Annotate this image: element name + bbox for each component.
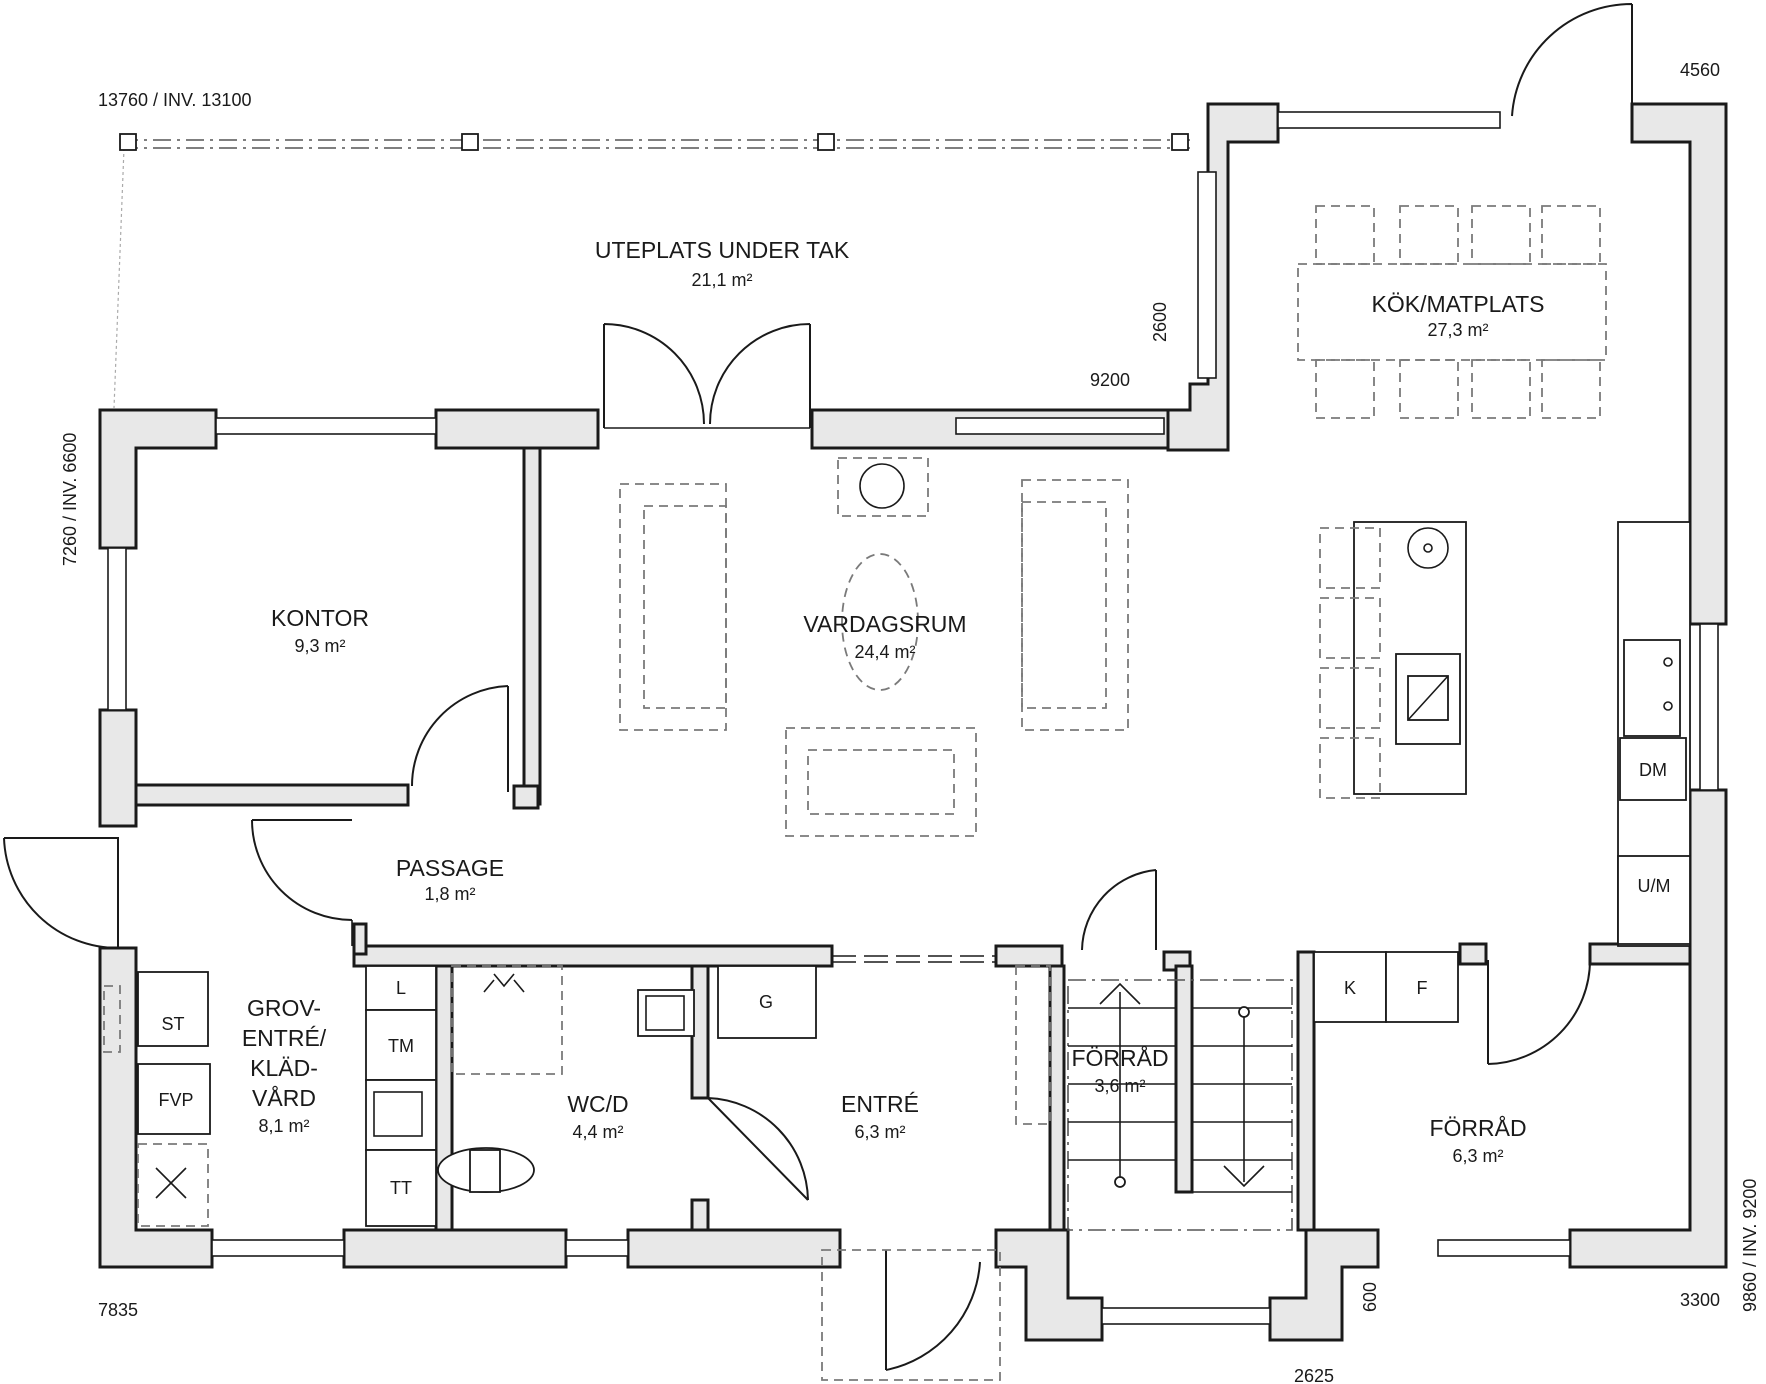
- dim-2625: 2625: [1294, 1366, 1334, 1384]
- room-name-grov-line4: VÅRD: [252, 1084, 316, 1111]
- room-labels: UTEPLATS UNDER TAK 21,1 m² KÖK/MATPLATS …: [242, 237, 1545, 1166]
- dimension-labels: 13760 / INV. 13100 4560 2600 9200 7260 /…: [60, 60, 1760, 1384]
- room-area-kok: 27,3 m²: [1427, 320, 1488, 340]
- interior-walls: [352, 446, 1692, 1232]
- fixture-l: L: [396, 978, 406, 998]
- room-area-wc: 4,4 m²: [572, 1122, 623, 1142]
- room-name-wc: WC/D: [567, 1091, 628, 1117]
- room-name-vardagsrum: VARDAGSRUM: [803, 611, 966, 637]
- room-name-entre: ENTRÉ: [841, 1091, 919, 1117]
- dim-600: 600: [1360, 1282, 1380, 1312]
- fixture-k: K: [1344, 978, 1356, 998]
- patio-post: [817, 133, 835, 151]
- patio-post: [461, 133, 479, 151]
- room-name-grov-line1: GROV-: [247, 995, 321, 1021]
- exterior-walls: [98, 102, 1728, 1342]
- room-name-kontor: KONTOR: [271, 605, 369, 631]
- room-name-kok: KÖK/MATPLATS: [1372, 291, 1545, 317]
- fixture-tm: TM: [388, 1036, 414, 1056]
- patio-post: [1171, 133, 1189, 151]
- fixture-dm: DM: [1639, 760, 1667, 780]
- dim-bottom-right: 3300: [1680, 1290, 1720, 1310]
- dim-left-vertical: 7260 / INV. 6600: [60, 433, 80, 566]
- fixture-labels: ST FVP L TM TT G DM U/M K F: [158, 760, 1670, 1198]
- room-area-entre: 6,3 m²: [854, 1122, 905, 1142]
- dim-top-left: 13760 / INV. 13100: [98, 90, 251, 110]
- fixture-tt: TT: [390, 1178, 412, 1198]
- room-name-passage: PASSAGE: [396, 855, 504, 881]
- room-area-forrad-small: 3,6 m²: [1094, 1076, 1145, 1096]
- room-area-uteplats: 21,1 m²: [691, 270, 752, 290]
- patio-roof-outline: [113, 133, 1190, 409]
- room-name-uteplats: UTEPLATS UNDER TAK: [595, 237, 850, 263]
- dim-2600: 2600: [1150, 302, 1170, 342]
- room-name-grov-line3: KLÄD-: [250, 1055, 318, 1081]
- furniture: [103, 205, 1691, 1227]
- doors: [3, 2, 1633, 1381]
- room-area-vardagsrum: 24,4 m²: [854, 642, 915, 662]
- windows: [107, 111, 1719, 1325]
- room-area-passage: 1,8 m²: [424, 884, 475, 904]
- fixture-um: U/M: [1638, 876, 1671, 896]
- dim-bottom-left: 7835: [98, 1300, 138, 1320]
- fixture-g: G: [759, 992, 773, 1012]
- fixture-st: ST: [161, 1014, 184, 1034]
- dim-right-vertical: 9860 / INV. 9200: [1740, 1179, 1760, 1312]
- patio-post: [119, 133, 137, 151]
- room-name-forrad-small: FÖRRÅD: [1071, 1044, 1168, 1071]
- room-area-forrad: 6,3 m²: [1452, 1146, 1503, 1166]
- fixture-fvp: FVP: [158, 1090, 193, 1110]
- fixture-f: F: [1417, 978, 1428, 998]
- dm-box: [1619, 737, 1687, 801]
- room-name-forrad: FÖRRÅD: [1429, 1114, 1526, 1141]
- room-area-grov: 8,1 m²: [258, 1116, 309, 1136]
- stairs: [1067, 979, 1293, 1231]
- um-box: [1617, 855, 1691, 945]
- dim-9200: 9200: [1090, 370, 1130, 390]
- dim-top-right: 4560: [1680, 60, 1720, 80]
- room-name-grov-line2: ENTRÉ/: [242, 1025, 327, 1051]
- room-area-kontor: 9,3 m²: [294, 636, 345, 656]
